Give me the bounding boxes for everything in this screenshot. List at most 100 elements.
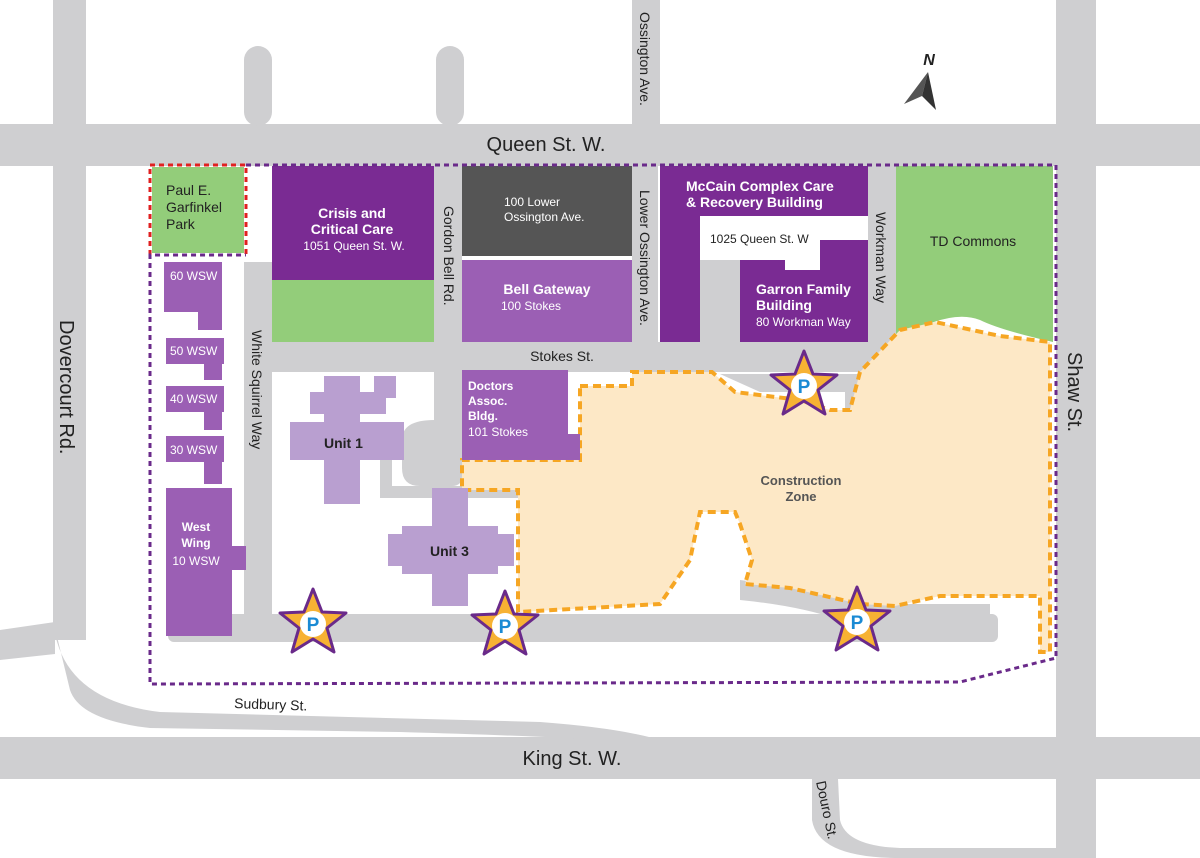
parking-p-label: P [499, 617, 512, 638]
building-60wsw [164, 262, 222, 312]
td-commons-label: TD Commons [930, 233, 1016, 249]
label-shaw: Shaw St. [1063, 352, 1085, 432]
parking-p-label: P [851, 613, 864, 634]
wsw50-label: 50 WSW [170, 344, 218, 358]
west-wing-label-2: Wing [181, 536, 210, 550]
building-doctors-annex [566, 434, 580, 460]
crisis-label-2: Critical Care [311, 221, 394, 237]
parking-p-circle [300, 611, 326, 637]
parking-p-label: P [798, 377, 811, 398]
road-cul-de-sac [402, 372, 462, 486]
park-label-1: Paul E. [166, 182, 211, 198]
label-king: King St. W. [523, 748, 622, 770]
boundaries [148, 163, 1058, 686]
label-ossington: Ossington Ave. [637, 12, 653, 106]
parking-marker-2[interactable]: P [278, 587, 348, 654]
building-40wsw [166, 386, 224, 412]
park-label-3: Park [166, 216, 196, 232]
building-west-wing [166, 488, 232, 636]
bell-gateway-address: 100 Stokes [501, 299, 561, 313]
lower-ossington-label-2: Ossington Ave. [504, 210, 585, 224]
parking-markers: P P P P [278, 349, 892, 656]
west-wing-label-1: West [182, 520, 210, 534]
road-stub-2 [436, 46, 464, 126]
queen-1025-label: 1025 Queen St. W [710, 232, 809, 246]
building-30wsw-b [204, 458, 222, 484]
north-arrow-icon [904, 72, 936, 110]
road-queen [0, 124, 1200, 166]
label-sudbury: Sudbury St. [234, 695, 308, 714]
road-king [0, 737, 1200, 779]
parking-marker-4[interactable]: P [822, 585, 892, 652]
unit3-label: Unit 3 [430, 543, 469, 559]
mccain-label-2: & Recovery Building [686, 194, 823, 210]
campus-boundary [148, 163, 1058, 686]
unit1-label: Unit 1 [324, 435, 363, 451]
building-40wsw-b [204, 408, 222, 430]
doctors-label-3: Bldg. [468, 409, 498, 423]
construction-label-2: Zone [785, 489, 816, 504]
parking-p-label: P [307, 615, 320, 636]
label-workman: Workman Way [873, 212, 889, 303]
road-gordon-bell [434, 166, 462, 346]
road-dovercourt-curve [53, 620, 660, 740]
green-lot [272, 280, 434, 342]
building-50wsw-b [204, 360, 222, 380]
building-mccain [660, 166, 868, 342]
road-stokes [272, 342, 892, 372]
doctors-label-2: Assoc. [468, 394, 507, 408]
building-doctors [462, 370, 568, 460]
garron-label-1: Garron Family [756, 281, 851, 297]
building-garron [740, 240, 868, 342]
building-west-wing-annex [232, 546, 246, 570]
building-labels: Paul E. Garfinkel Park Crisis and Critic… [166, 178, 1016, 568]
compass-north-label: N [923, 52, 935, 69]
road-stub-1 [244, 46, 272, 126]
td-commons-area [896, 166, 1053, 342]
wsw40-label: 40 WSW [170, 392, 218, 406]
garron-address: 80 Workman Way [756, 315, 851, 329]
road-shaw [1056, 0, 1096, 858]
parking-p-circle [492, 613, 518, 639]
road-ossington [632, 0, 660, 126]
bell-gateway-name: Bell Gateway [503, 281, 590, 297]
road-inner-path-2 [380, 460, 392, 498]
park-area [152, 167, 244, 253]
label-dovercourt: Dovercourt Rd. [55, 320, 77, 455]
label-stokes: Stokes St. [530, 348, 594, 364]
building-60wsw-b [198, 308, 222, 330]
parking-marker-3[interactable]: P [470, 589, 540, 656]
parking-marker-1[interactable]: P [769, 349, 839, 416]
parking-p-circle [791, 373, 817, 399]
compass: N [904, 52, 936, 110]
parking-p-circle [844, 609, 870, 635]
garron-label-2: Building [756, 297, 812, 313]
lower-ossington-label-1: 100 Lower [504, 195, 560, 209]
building-100-lower-ossington [462, 166, 632, 256]
road-west-spur [0, 622, 55, 660]
building-30wsw [166, 436, 224, 462]
label-gordon-bell: Gordon Bell Rd. [441, 206, 457, 306]
buildings [164, 166, 868, 636]
doctors-address: 101 Stokes [468, 425, 528, 439]
building-bell-gateway [462, 260, 632, 342]
road-white-squirrel [244, 262, 272, 642]
west-wing-address: 10 WSW [172, 554, 220, 568]
park-boundary [148, 163, 248, 255]
crisis-address: 1051 Queen St. W. [303, 239, 404, 253]
road-douro [812, 779, 1056, 858]
doctors-label-1: Doctors [468, 379, 514, 393]
building-unit3 [388, 488, 514, 606]
construction-label-1: Construction [761, 473, 842, 488]
label-white-squirrel: White Squirrel Way [249, 330, 265, 449]
park-label-2: Garfinkel [166, 199, 222, 215]
mccain-label-1: McCain Complex Care [686, 178, 834, 194]
road-workman [868, 166, 896, 346]
road-dovercourt [53, 0, 86, 640]
wsw60-label: 60 WSW [170, 269, 218, 283]
wsw30-label: 30 WSW [170, 443, 218, 457]
building-50wsw [166, 338, 224, 364]
building-crisis [272, 166, 434, 280]
